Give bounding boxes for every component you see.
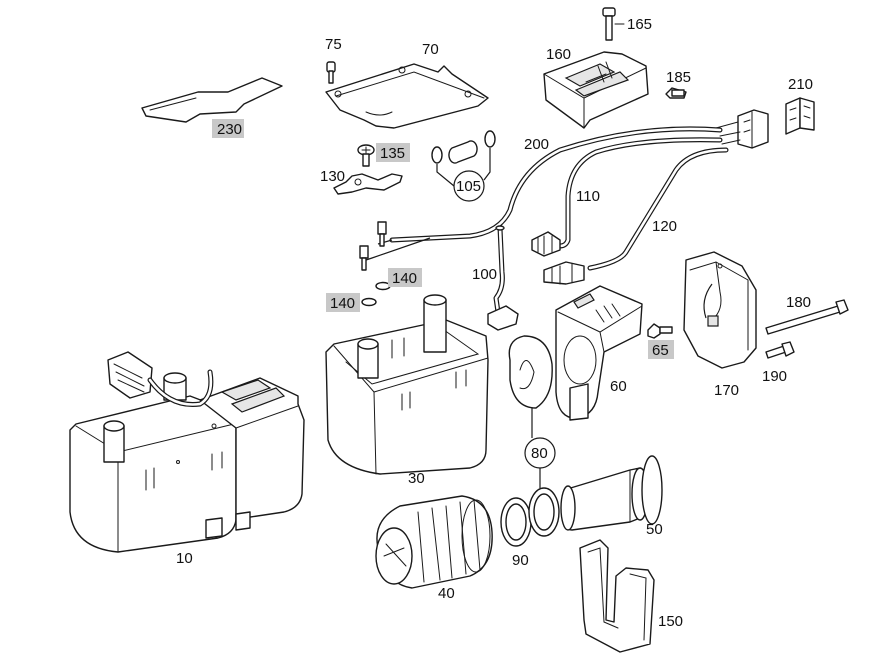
part-50-intake-tube[interactable] <box>560 455 663 531</box>
label-140a: 140 <box>392 270 417 287</box>
part-160-control-unit[interactable] <box>543 51 649 129</box>
part-80-gasket-set[interactable] <box>508 335 560 537</box>
label-210: 210 <box>788 76 813 93</box>
label-50: 50 <box>646 521 663 538</box>
part-140-seal-rings[interactable] <box>361 281 391 307</box>
label-160: 160 <box>546 46 571 63</box>
label-200: 200 <box>524 136 549 153</box>
part-105-fuse-set[interactable] <box>431 130 496 202</box>
part-10-heater-assembly[interactable] <box>69 351 305 553</box>
part-170-blower-cover[interactable] <box>683 251 757 369</box>
label-105: 105 <box>456 178 481 195</box>
part-40-burner-insert[interactable] <box>375 495 493 589</box>
label-135: 135 <box>380 145 405 162</box>
label-170: 170 <box>714 382 739 399</box>
part-135-screw[interactable] <box>357 144 375 167</box>
part-60-blower-housing[interactable] <box>555 285 643 421</box>
label-30: 30 <box>408 470 425 487</box>
label-100: 100 <box>472 266 497 283</box>
label-165: 165 <box>627 16 652 33</box>
part-100-fuel-tube[interactable] <box>487 225 519 331</box>
label-180: 180 <box>786 294 811 311</box>
label-120: 120 <box>652 218 677 235</box>
label-40: 40 <box>438 585 455 602</box>
part-150-mounting-clip[interactable] <box>579 539 655 653</box>
label-110: 110 <box>576 188 600 205</box>
label-190: 190 <box>762 368 787 385</box>
part-165-bolt[interactable] <box>602 7 616 41</box>
label-140b-highlight <box>326 293 360 312</box>
label-70: 70 <box>422 41 439 58</box>
part-75-screw[interactable] <box>326 61 336 84</box>
part-30-heat-exchanger[interactable] <box>325 294 489 475</box>
part-180-long-bolt[interactable] <box>765 299 849 335</box>
wiring-harness-connector[interactable] <box>715 109 769 149</box>
label-230-highlight <box>212 119 244 138</box>
label-75: 75 <box>325 36 342 53</box>
part-90-gasket[interactable] <box>500 497 532 547</box>
part-130-bracket[interactable] <box>333 173 403 195</box>
label-90: 90 <box>512 552 529 569</box>
part-110-pipe[interactable] <box>531 137 723 257</box>
part-190-short-bolt[interactable] <box>765 341 795 359</box>
label-135-highlight <box>376 143 410 162</box>
part-70-cover-plate[interactable] <box>325 63 489 129</box>
part-120-pipe[interactable] <box>543 147 729 285</box>
part-65-screw[interactable] <box>647 323 673 339</box>
label-60: 60 <box>610 378 627 395</box>
label-150: 150 <box>658 613 683 630</box>
label-140a-highlight <box>388 268 422 287</box>
part-230-plate[interactable] <box>141 77 283 123</box>
label-230: 230 <box>217 121 242 138</box>
label-65: 65 <box>652 342 669 359</box>
label-185: 185 <box>666 69 691 86</box>
label-140b: 140 <box>330 295 355 312</box>
label-80: 80 <box>531 445 548 462</box>
part-210-connectors[interactable] <box>785 97 815 135</box>
part-185-screw[interactable] <box>665 87 687 99</box>
label-65-highlight <box>648 340 674 359</box>
label-130: 130 <box>320 168 345 185</box>
label-10: 10 <box>176 550 193 567</box>
